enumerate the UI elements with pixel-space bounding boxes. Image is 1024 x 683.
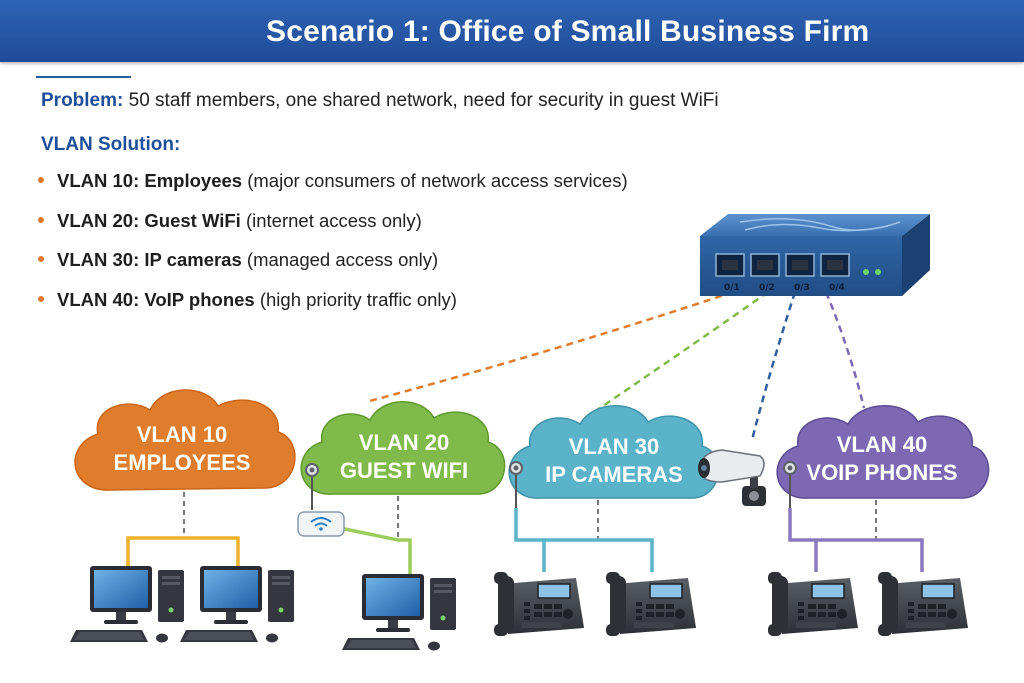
vlan30-uplink: [750, 291, 797, 441]
cloud-vlan30-line2: IP CAMERAS: [545, 462, 683, 487]
vlan-list-item: VLAN 10: Employees (major consumers of n…: [38, 170, 628, 210]
cloud-vlan40-line1: VLAN 40: [837, 432, 927, 457]
desktop-computer-icon: [180, 566, 294, 643]
bullet-icon: [38, 256, 44, 263]
vlan20-wiring: [305, 463, 412, 576]
cloud-vlan20-line1: VLAN 20: [359, 430, 449, 455]
cloud-vlan10: VLAN 10 EMPLOYEES: [74, 389, 296, 491]
vlan-desc: (major consumers of network access servi…: [242, 170, 628, 191]
network-switch-icon: 0/1 0/2 0/3 0/4: [700, 214, 930, 296]
port-label: 0/1: [724, 283, 740, 293]
cloud-vlan30-line1: VLAN 30: [569, 434, 659, 459]
desktop-computer-icon: [70, 566, 184, 643]
problem-text: 50 staff members, one shared network, ne…: [123, 90, 719, 111]
voip-phone-icon: [767, 571, 859, 637]
cloud-vlan40-line2: VOIP PHONES: [806, 460, 957, 485]
cloud-vlan10-line1: VLAN 10: [137, 422, 227, 447]
vlan40-wiring: [783, 461, 924, 572]
problem-statement: Problem: 50 staff members, one shared ne…: [41, 90, 719, 112]
problem-label: Problem:: [41, 90, 124, 111]
cloud-vlan30: VLAN 30 IP CAMERAS: [508, 405, 720, 499]
desktop-computer-icon: [342, 574, 456, 651]
voip-phone-icon: [493, 571, 585, 637]
vlan-name: VLAN 10: Employees: [57, 170, 243, 191]
vlan-desc: (internet access only): [240, 209, 422, 231]
vlan-list-item: VLAN 30: IP cameras (managed access only…: [38, 249, 628, 289]
vlan40-uplink: [824, 291, 866, 409]
vlan-name: VLAN 30: IP cameras: [57, 249, 242, 270]
port-label: 0/3: [794, 283, 810, 293]
title-banner: Scenario 1: Office of Small Business Fir…: [0, 0, 1024, 62]
voip-phone-icon: [877, 571, 969, 637]
section-divider: [36, 76, 131, 78]
vlan10-uplink: [365, 290, 734, 404]
solution-title: VLAN Solution:: [41, 134, 181, 155]
vlan-list-item: VLAN 20: Guest WiFi (internet access onl…: [38, 210, 628, 250]
vlan-desc: (managed access only): [241, 249, 439, 270]
cloud-vlan10-line2: EMPLOYEES: [114, 450, 251, 475]
vlan-desc: (high priority traffic only): [254, 288, 457, 310]
vlan30-wiring: [509, 461, 654, 572]
vlan-name: VLAN 20: Guest WiFi: [57, 209, 241, 231]
voip-phone-icon: [605, 571, 697, 637]
cloud-vlan20-line2: GUEST WIFI: [340, 458, 468, 483]
vlan10-wiring: [126, 492, 240, 568]
bullet-icon: [38, 295, 44, 302]
bullet-icon: [38, 216, 44, 223]
wifi-router-icon: [297, 511, 345, 537]
ip-camera-icon: [698, 449, 766, 506]
bullet-icon: [38, 177, 44, 184]
cloud-vlan40: VLAN 40 VOIP PHONES: [776, 405, 990, 499]
vlan-list: VLAN 10: Employees (major consumers of n…: [38, 170, 628, 328]
cloud-vlan20: VLAN 20 GUEST WIFI: [300, 401, 506, 495]
port-label: 0/2: [759, 283, 775, 293]
port-label: 0/4: [829, 283, 845, 293]
vlan-name: VLAN 40: VoIP phones: [57, 288, 255, 310]
page-title: Scenario 1: Office of Small Business Fir…: [266, 15, 870, 48]
vlan-list-item: VLAN 40: VoIP phones (high priority traf…: [38, 289, 628, 329]
